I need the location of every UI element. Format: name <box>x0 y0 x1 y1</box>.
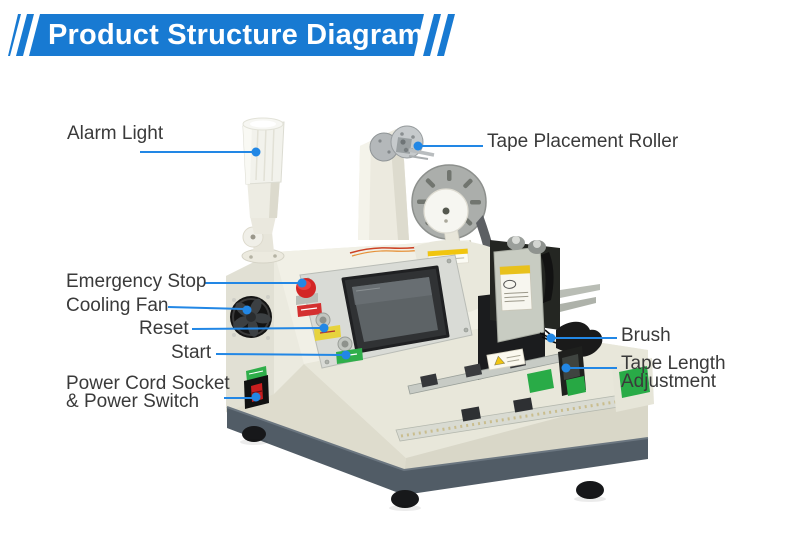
spool-arm <box>358 129 409 240</box>
banner-stripe-left-1 <box>10 14 27 56</box>
green-sticker-mid <box>527 369 554 393</box>
leader-brush <box>546 333 617 343</box>
deck-front <box>404 394 648 474</box>
foot-left <box>242 426 266 442</box>
label-cooling-fan: Cooling Fan <box>66 295 169 316</box>
label-tape-length: Tape Length Adjustment <box>621 353 726 392</box>
tape-placement-roller <box>369 125 435 162</box>
banner-shape <box>8 14 424 56</box>
hook-arm <box>556 321 603 357</box>
warning-sticker-deck <box>486 348 526 371</box>
leader-lines <box>140 141 617 402</box>
foot-front <box>391 490 419 508</box>
banner-stripe-right-2 <box>437 14 455 56</box>
taping-head <box>490 236 603 357</box>
machine-illustration <box>226 117 654 511</box>
label-alarm-light: Alarm Light <box>67 123 164 144</box>
label-brush: Brush <box>621 325 671 346</box>
leader-tape-placement-roller <box>413 141 483 151</box>
foot-right <box>576 481 604 499</box>
banner-stripe-right-1 <box>423 14 441 56</box>
power-socket <box>244 366 269 409</box>
leader-alarm-light <box>140 147 261 157</box>
touchscreen <box>341 265 450 354</box>
label-tape-placement-roller: Tape Placement Roller <box>487 131 679 152</box>
label-power-cord-line2: & Power Switch <box>66 390 200 412</box>
banner-stripe-left-2 <box>23 14 40 56</box>
deck-details <box>395 346 654 442</box>
front-lower-face <box>226 364 406 474</box>
leader-reset <box>191 323 329 333</box>
green-sticker-right <box>619 366 650 398</box>
warning-sticker-head <box>499 264 533 312</box>
label-power-cord: Power Cord Socket & Power Switch <box>66 373 230 412</box>
label-tape-length-line2: Adjustment <box>621 370 717 392</box>
machine-base <box>226 406 649 511</box>
label-reset: Reset <box>139 318 189 339</box>
leader-cooling-fan <box>167 305 252 315</box>
control-panel <box>296 254 473 369</box>
leader-emergency-stop <box>205 278 307 288</box>
label-emergency-stop: Emergency Stop <box>66 271 207 292</box>
leader-start <box>215 350 351 360</box>
leader-tape-length <box>561 363 617 373</box>
label-power-cord-line1: Power Cord Socket <box>66 373 230 394</box>
tape-length-adjuster <box>558 346 586 396</box>
label-start: Start <box>171 342 212 363</box>
alarm-light <box>241 117 285 264</box>
page-title: Product Structure Diagram <box>48 19 424 51</box>
leader-power-cord <box>224 392 261 402</box>
label-tape-length-line1: Tape Length <box>621 353 726 374</box>
header-banner <box>8 14 455 56</box>
